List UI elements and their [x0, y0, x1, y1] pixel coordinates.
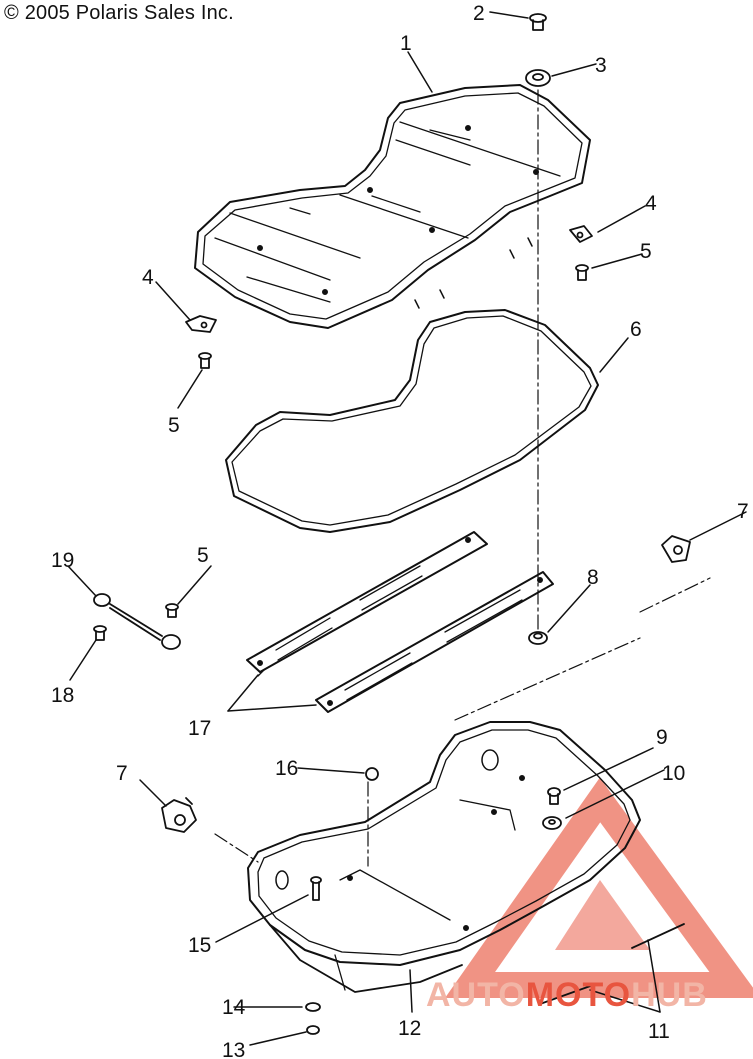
screw-5b	[198, 352, 212, 369]
clip-4-left	[185, 315, 217, 333]
watermark-text-moto: MOTO	[526, 976, 631, 1014]
callout-7-left: 7	[116, 762, 128, 785]
callout-3: 3	[595, 54, 607, 77]
watermark-text-auto: AUTO	[426, 976, 526, 1014]
plug-16	[365, 767, 379, 781]
watermark-text: AUTOMOTOHUB	[426, 976, 708, 1014]
callout-12: 12	[398, 1017, 421, 1040]
copyright-notice: © 2005 Polaris Sales Inc.	[4, 2, 234, 24]
screw-5c	[165, 603, 179, 618]
callout-5-lower: 5	[197, 544, 209, 567]
callout-18: 18	[51, 684, 74, 707]
callout-labels: 1 2 3 4 4 5 5 5 6 7 7 8 9 10 11 12 13 14…	[51, 2, 749, 1059]
grommet-3	[525, 69, 551, 87]
callout-9: 9	[656, 726, 668, 749]
callout-14: 14	[222, 996, 246, 1019]
nut-8	[528, 631, 548, 645]
watermark-logo	[444, 777, 753, 998]
clip-4-right	[569, 225, 593, 243]
callout-5-right: 5	[640, 240, 652, 263]
nut-13	[306, 1025, 320, 1035]
callout-4-right: 4	[645, 192, 657, 215]
callout-1: 1	[400, 32, 412, 55]
callout-13: 13	[222, 1039, 245, 1059]
seal-gasket	[225, 309, 599, 533]
callout-7-right: 7	[737, 500, 749, 523]
callout-6: 6	[630, 318, 642, 341]
mounting-brackets	[246, 531, 554, 713]
leader-lines	[67, 11, 747, 1046]
center-lines	[214, 89, 711, 867]
callout-10: 10	[662, 762, 685, 785]
washer-10	[542, 816, 562, 830]
pins-11	[539, 923, 685, 1005]
hardware-parts	[93, 13, 691, 1035]
callout-15: 15	[188, 934, 211, 957]
bolt-15	[310, 876, 322, 901]
callout-8: 8	[587, 566, 599, 589]
tether-19	[93, 593, 181, 650]
callout-16: 16	[275, 757, 298, 780]
watermark-text-hub: HUB	[631, 976, 708, 1014]
washer-14	[305, 1002, 321, 1012]
storage-box	[247, 721, 641, 993]
latch-7-left	[161, 797, 197, 833]
callout-17: 17	[188, 717, 211, 740]
rivet-9	[547, 787, 561, 805]
screw-2	[529, 13, 547, 31]
callout-11: 11	[648, 1020, 670, 1043]
callout-4-left: 4	[142, 266, 154, 289]
rack-tray	[194, 84, 591, 329]
callout-19: 19	[51, 549, 74, 572]
latch-7-right	[661, 535, 691, 563]
callout-2: 2	[473, 2, 485, 25]
screw-18	[93, 625, 107, 641]
screw-5a	[575, 264, 589, 281]
callout-5-left: 5	[168, 414, 180, 437]
